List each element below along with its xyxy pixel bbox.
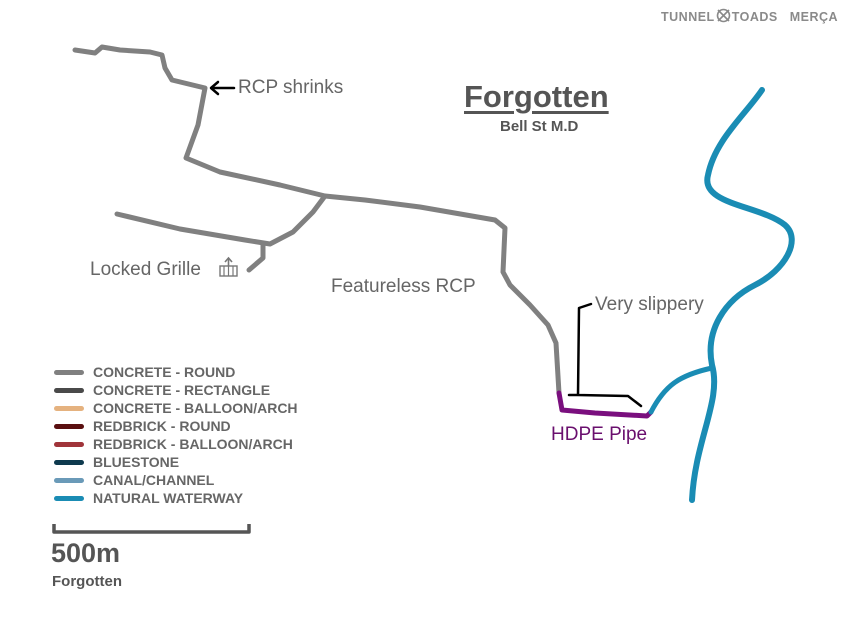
legend-label: BLUESTONE — [93, 454, 180, 470]
legend-swatch — [54, 495, 84, 501]
brand-extra-text: MERÇA — [789, 10, 839, 24]
legend-label: REDBRICK - ROUND — [93, 418, 231, 434]
annotation-very-slippery: Very slippery — [595, 294, 704, 315]
concrete-round-main-tunnel — [72, 44, 562, 396]
brand-logo: TUNNEL TOADS MERÇA — [661, 8, 838, 26]
natural-waterway-tributary — [648, 365, 715, 415]
rcp-shrinks-arrow — [209, 80, 236, 96]
legend-label: REDBRICK - BALLOON/ARCH — [93, 436, 293, 452]
scale-name: Forgotten — [52, 573, 122, 590]
legend-item: CONCRETE - BALLOON/ARCH — [54, 399, 298, 417]
scale-value: 500m — [51, 538, 121, 568]
legend-swatch — [54, 369, 84, 375]
very-slippery-callout-line — [567, 302, 643, 408]
map-subtitle: Bell St M.D — [500, 118, 579, 135]
legend-item: REDBRICK - BALLOON/ARCH — [54, 435, 298, 453]
annotation-locked-grille: Locked Grille — [90, 259, 201, 280]
legend-swatch — [54, 459, 84, 465]
legend-item: CONCRETE - RECTANGLE — [54, 381, 298, 399]
natural-waterway-main — [689, 87, 795, 503]
legend-swatch — [54, 405, 84, 411]
legend-item: BLUESTONE — [54, 453, 298, 471]
legend-item: NATURAL WATERWAY — [54, 489, 298, 507]
legend-swatch — [54, 477, 84, 483]
map-title: Forgotten — [464, 79, 609, 114]
annotation-rcp-shrinks: RCP shrinks — [238, 77, 344, 98]
legend-item: REDBRICK - ROUND — [54, 417, 298, 435]
hdpe-pipe-segment — [556, 390, 654, 419]
annotation-featureless-rcp: Featureless RCP — [331, 276, 476, 297]
legend-swatch — [54, 423, 84, 429]
legend-item: CANAL/CHANNEL — [54, 471, 298, 489]
legend-swatch — [54, 387, 84, 393]
locked-grille-icon — [219, 256, 238, 277]
concrete-round-grille-stub — [246, 241, 266, 273]
legend-label: CANAL/CHANNEL — [93, 472, 215, 488]
legend-label: NATURAL WATERWAY — [93, 490, 244, 506]
brand-right-text: TOADS — [731, 10, 778, 24]
brand-left-text: TUNNEL — [661, 10, 715, 24]
legend: CONCRETE - ROUND CONCRETE - RECTANGLE CO… — [54, 363, 298, 507]
toad-cross-icon — [716, 8, 731, 26]
legend-label: CONCRETE - RECTANGLE — [93, 382, 271, 398]
scale-bar — [52, 524, 251, 534]
concrete-round-grille-branch — [114, 193, 328, 247]
legend-swatch — [54, 441, 84, 447]
legend-label: CONCRETE - ROUND — [93, 364, 236, 380]
legend-item: CONCRETE - ROUND — [54, 363, 298, 381]
legend-label: CONCRETE - BALLOON/ARCH — [93, 400, 298, 416]
annotation-hdpe-pipe: HDPE Pipe — [551, 424, 648, 445]
